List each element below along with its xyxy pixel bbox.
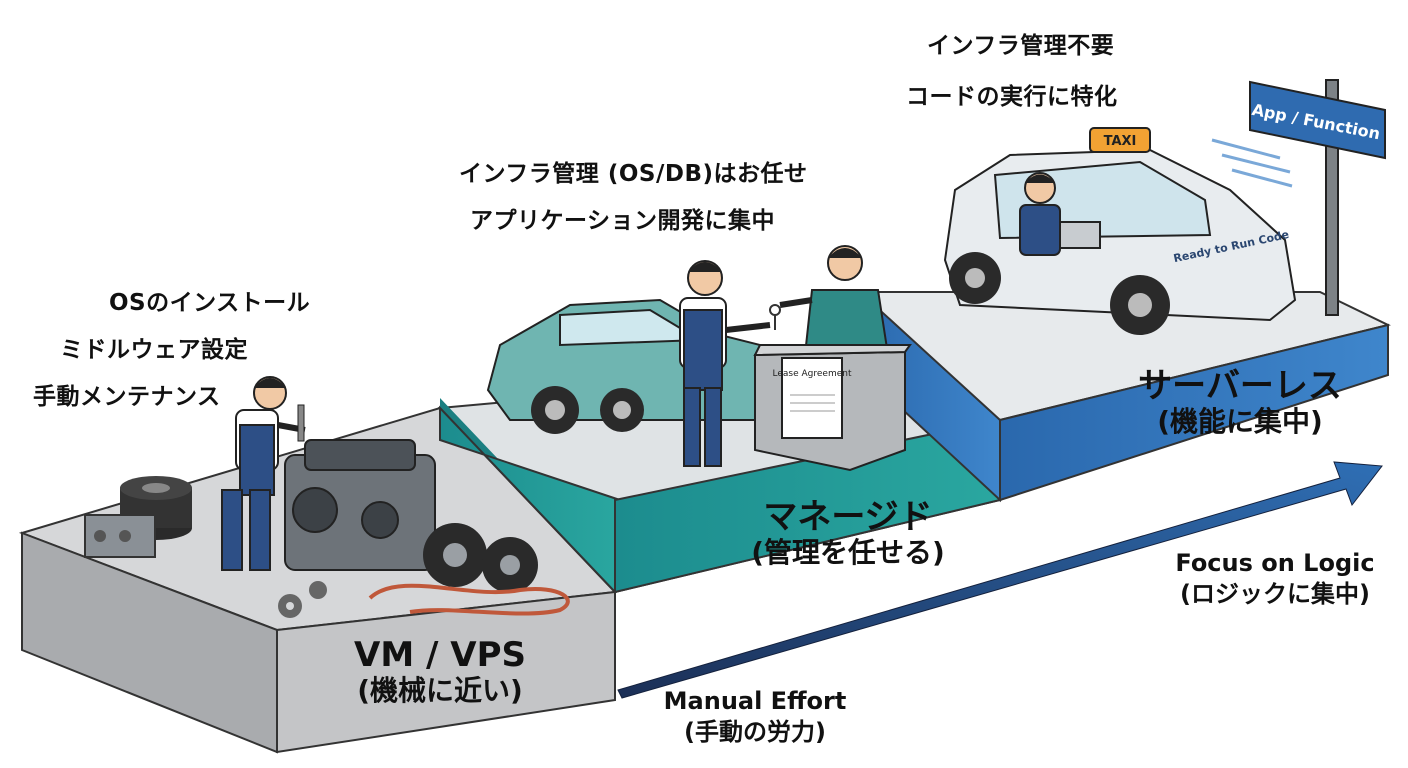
serverless-note-1: インフラ管理不要: [927, 33, 1115, 59]
step-serverless: [859, 289, 1391, 503]
key-icon: [769, 304, 781, 330]
vm-stage-title: VM / VPS: [354, 635, 526, 675]
cable-icon: [368, 583, 570, 616]
loose-tires-icon: [423, 523, 538, 593]
mechanic-figure: [221, 376, 306, 571]
serverless-stage-subtitle: (機能に集中): [1157, 405, 1323, 439]
axis-end-subtitle: (ロジックに集中): [1180, 580, 1370, 609]
axis-start-label: Manual Effort (手動の労力): [645, 686, 865, 748]
lease-agreement-document: Lease Agreement: [773, 357, 852, 439]
managed-stage-subtitle: (管理を任せる): [751, 536, 945, 570]
managed-stage-label: マネージド (管理を任せる): [728, 497, 968, 570]
passenger-figure: [1019, 172, 1101, 256]
engine-block-icon: [84, 514, 156, 558]
vm-stage-subtitle: (機械に近い): [357, 674, 523, 708]
axis-end-title: Focus on Logic: [1175, 549, 1375, 577]
vm-note-1: OSのインストール: [109, 290, 311, 316]
lease-document-title: Lease Agreement: [773, 369, 852, 379]
serverless-note-2: コードの実行に特化: [906, 84, 1118, 110]
axis-start-title: Manual Effort: [663, 687, 847, 715]
taxi-roof-sign: TAXI: [1089, 127, 1151, 153]
managed-note-2: アプリケーション開発に集中: [470, 208, 776, 234]
signpost: App / Function: [1249, 79, 1386, 316]
progress-arrow: [617, 461, 1383, 699]
vm-note-2: ミドルウェア設定: [60, 337, 248, 363]
managed-stage-title: マネージド: [763, 497, 933, 537]
engine-icon: [284, 439, 436, 571]
vm-stage-label: VM / VPS (機械に近い): [330, 635, 550, 708]
vm-note-3: 手動メンテナンス: [33, 384, 221, 410]
customer-figure: [679, 260, 771, 467]
axis-end-label: Focus on Logic (ロジックに集中): [1160, 548, 1390, 610]
dealer-figure: [779, 245, 890, 356]
axis-start-subtitle: (手動の労力): [684, 718, 826, 747]
managed-note-1: インフラ管理 (OS/DB)はお任せ: [459, 161, 808, 187]
taxi-sign-text: TAXI: [1104, 134, 1137, 149]
serverless-stage-label: サーバーレス (機能に集中): [1120, 366, 1360, 439]
gear-icon: [278, 581, 327, 618]
motion-lines-icon: [1211, 138, 1293, 188]
serverless-stage-title: サーバーレス: [1138, 366, 1342, 406]
